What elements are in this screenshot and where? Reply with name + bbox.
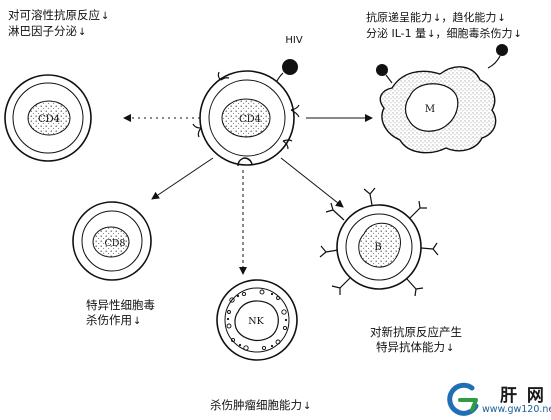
cd4-center-label: CD4 (239, 114, 261, 125)
arrow-to-b-cell (280, 157, 344, 208)
nk-cell: NK (216, 279, 298, 361)
cd4-left-label: CD4 (38, 114, 60, 125)
annotation-cd8: 特异性细胞毒 杀伤作用↓ (86, 298, 155, 329)
decrease-arrow-icon: ↓ (427, 29, 436, 40)
annotation-top-right-line2b: ，细胞毒杀伤力 (435, 27, 513, 40)
arrow-to-cd8 (151, 157, 214, 200)
cd4-left-cell: CD4 (4, 74, 92, 162)
annotation-top-right: 抗原递呈能力↓，趋化能力↓ 分泌 IL-1 量↓，细胞毒杀伤力↓ (366, 10, 522, 42)
watermark-title: 肝 网 (500, 386, 546, 406)
decrease-arrow-icon: ↓ (78, 27, 87, 38)
decrease-arrow-icon: ↓ (433, 13, 442, 24)
b-label: B (374, 242, 381, 253)
b-cell: B (319, 187, 439, 297)
annotation-cd8-line1: 特异性细胞毒 (86, 298, 155, 312)
annotation-top-left-line2: 淋巴因子分泌 (8, 24, 77, 38)
hiv-label: HIV (285, 35, 302, 46)
cd8-cell: CD8 (72, 201, 152, 281)
annotation-top-right-line1b: ，趋化能力 (441, 11, 497, 24)
watermark-url: www.gw120.net (482, 404, 551, 415)
decrease-arrow-icon: ↓ (446, 343, 455, 354)
macrophage-cell: M (376, 44, 508, 154)
annotation-nk: 杀伤肿瘤细胞能力↓ (210, 398, 311, 414)
decrease-arrow-icon: ↓ (497, 13, 506, 24)
decrease-arrow-icon: ↓ (133, 316, 142, 327)
decrease-arrow-icon: ↓ (303, 401, 312, 412)
annotation-nk-line1: 杀伤肿瘤细胞能力 (210, 398, 302, 412)
decrease-arrow-icon: ↓ (101, 11, 110, 22)
annotation-cd8-line2: 杀伤作用 (86, 313, 132, 327)
annotation-b-cell: 对新抗原反应产生 特异抗体能力↓ (370, 325, 462, 356)
annotation-top-left-line1: 对可溶性抗原反应 (8, 8, 100, 22)
annotation-b-line2: 特异抗体能力 (376, 340, 445, 354)
annotation-top-right-line1: 抗原递呈能力 (366, 11, 432, 24)
annotation-b-line1: 对新抗原反应产生 (370, 325, 462, 339)
nk-label: NK (248, 316, 264, 327)
cd4-center-cell: CD4 (192, 70, 300, 167)
site-watermark: 肝 网 www.gw120.net (442, 380, 551, 420)
decrease-arrow-icon: ↓ (513, 29, 522, 40)
annotation-top-left: 对可溶性抗原反应↓ 淋巴因子分泌↓ (8, 8, 109, 40)
hiv-virus: HIV (276, 35, 303, 82)
watermark-logo-icon (447, 382, 479, 416)
cd8-label: CD8 (105, 238, 126, 249)
annotation-top-right-line2: 分泌 IL-1 量 (366, 27, 427, 40)
macrophage-label: M (425, 104, 435, 115)
